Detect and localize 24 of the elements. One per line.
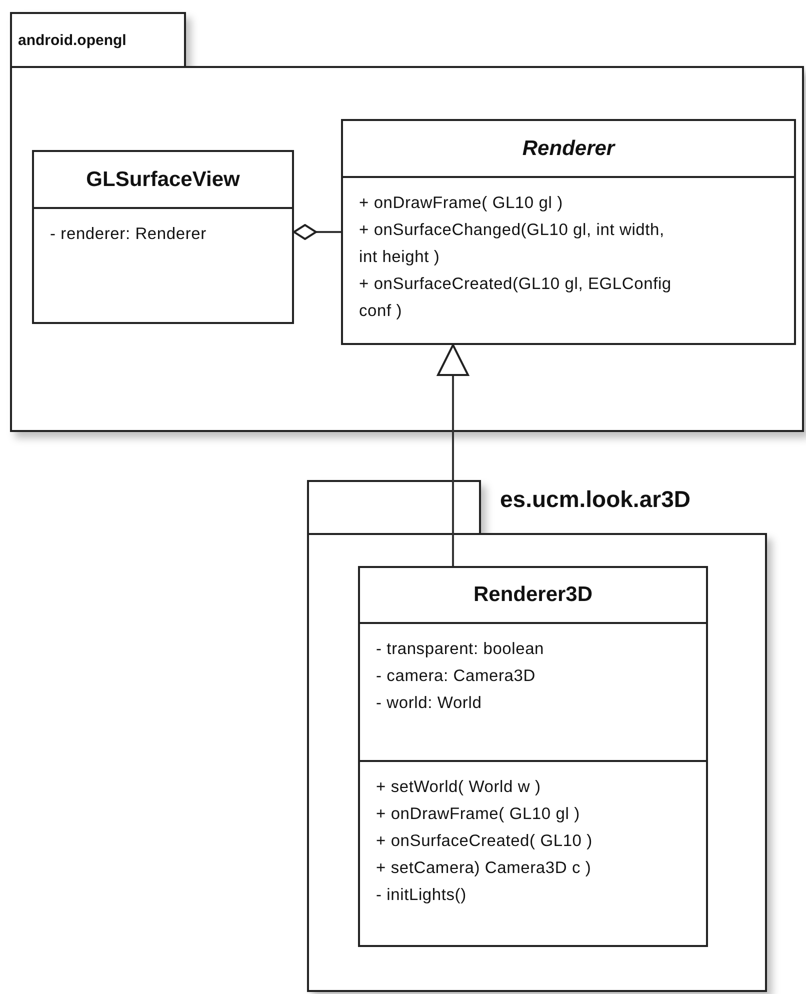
member-text: + onSurfaceCreated( GL10 ) xyxy=(376,831,594,852)
package-name: es.ucm.look.ar3D xyxy=(500,486,690,513)
generalization-connector xyxy=(437,344,469,566)
member-text: + setWorld( World w ) xyxy=(376,777,542,798)
member-text: - renderer: Renderer xyxy=(50,224,208,245)
member-text: + onDrawFrame( GL10 gl ) xyxy=(359,193,564,214)
class-name: GLSurfaceView xyxy=(86,168,240,192)
member-text: + onSurfaceChanged(GL10 gl, int width, int height ) xyxy=(359,220,666,268)
aggregation-connector xyxy=(293,224,341,240)
class-box xyxy=(341,119,796,345)
package-name: android.opengl xyxy=(18,32,126,49)
member-text: + setCamera) Camera3D c ) xyxy=(376,858,592,879)
package-frame xyxy=(10,12,804,432)
package-frame xyxy=(307,480,767,992)
member-text: + onSurfaceCreated(GL10 gl, EGLConfig conf ) xyxy=(359,274,672,322)
member-text: + onDrawFrame( GL10 gl ) xyxy=(376,804,581,825)
member-text: - world: World xyxy=(376,693,483,714)
class-box xyxy=(358,566,708,947)
member-text: - camera: Camera3D xyxy=(376,666,536,687)
member-text: - transparent: boolean xyxy=(376,639,546,660)
member-text: - initLights() xyxy=(376,885,468,906)
class-name: Renderer xyxy=(522,136,615,160)
class-name: Renderer3D xyxy=(473,583,593,607)
class-box xyxy=(32,150,294,324)
